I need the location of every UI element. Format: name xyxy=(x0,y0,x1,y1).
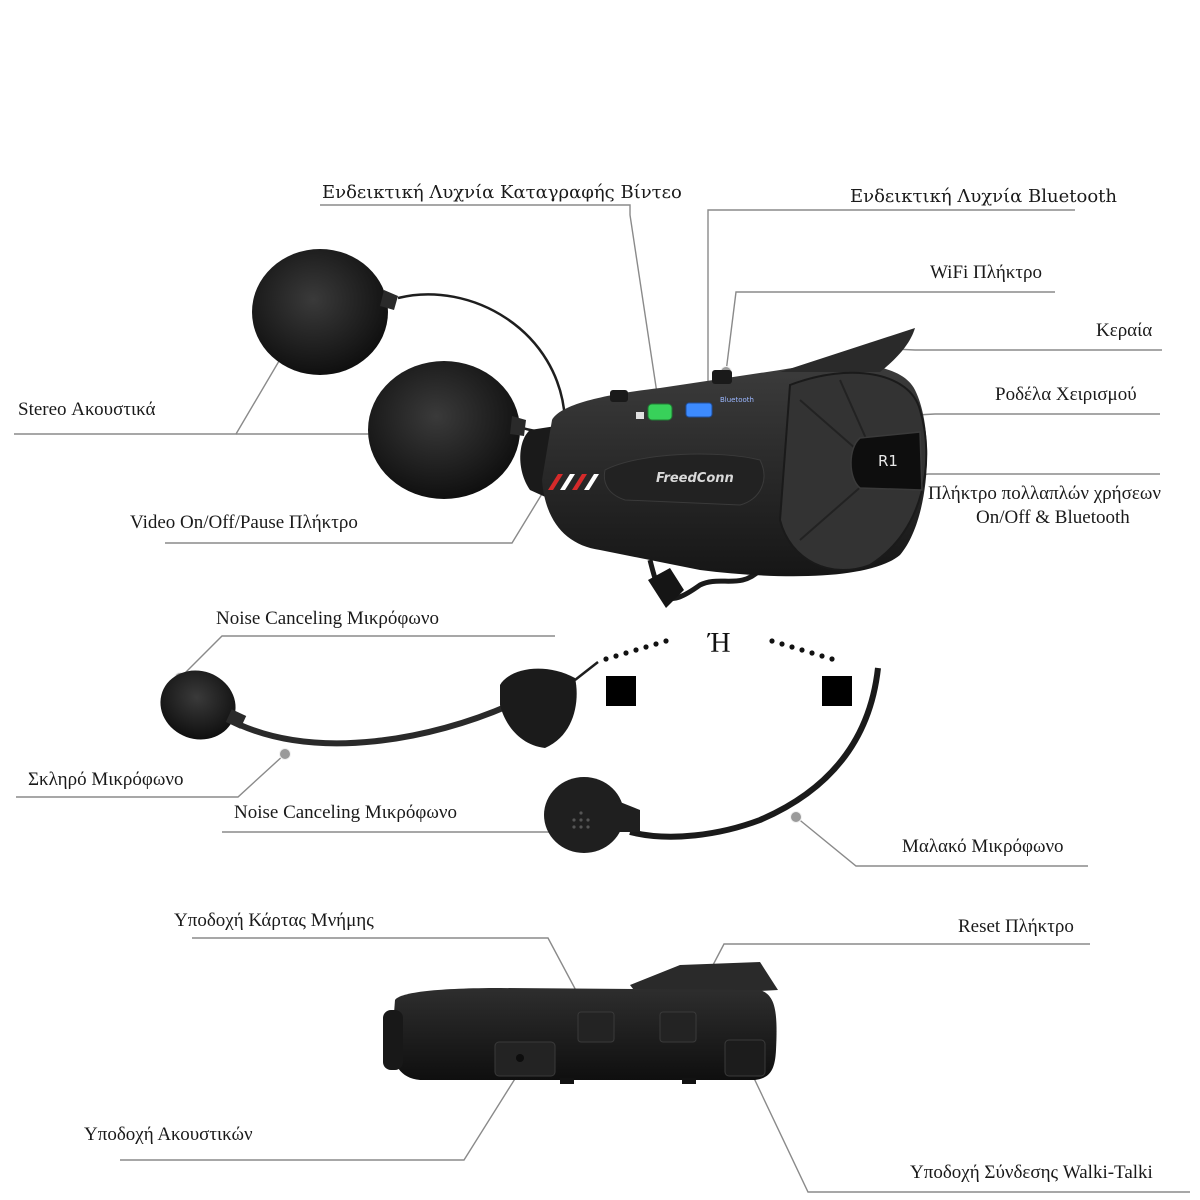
headset-jack-hole xyxy=(516,1054,524,1062)
button-r1-label: R1 xyxy=(878,452,898,470)
sd-card-slot xyxy=(578,1012,614,1042)
label-headset-jack: Υποδοχή Ακουστικών xyxy=(84,1124,253,1145)
option-square-right xyxy=(822,676,852,706)
reset-button xyxy=(660,1012,696,1042)
wired-mic-body xyxy=(615,800,640,832)
label-video-led: Ενδεικτική Λυχνία Καταγραφής Βίντεο xyxy=(322,182,682,203)
side-foot-left xyxy=(560,1078,574,1084)
speaker-lower xyxy=(368,361,520,499)
label-stereo-speakers: Stereo Ακουστικά xyxy=(18,399,155,420)
pin-hard-mic xyxy=(280,749,291,760)
or-separator: Ή xyxy=(603,628,852,706)
brand-logo: FreedConn xyxy=(656,471,734,486)
leader-boom-mic xyxy=(180,636,555,678)
stereo-speakers xyxy=(252,249,565,499)
label-jog-wheel: Ροδέλα Χειρισμού xyxy=(995,384,1137,405)
label-reset-button: Reset Πλήκτρο xyxy=(958,916,1074,937)
side-foot-right xyxy=(682,1078,696,1084)
leader-stereo-speakers xyxy=(14,356,282,434)
video-button xyxy=(610,390,628,402)
antenna xyxy=(780,328,915,372)
boom-foam-head xyxy=(151,660,246,750)
label-walkie-port: Υποδοχή Σύνδεσης Walki-Talki xyxy=(910,1162,1153,1183)
bluetooth-small-text: Bluetooth xyxy=(720,396,754,404)
side-view-unit xyxy=(383,962,778,1084)
label-boom-mic: Noise Canceling Μικρόφωνο xyxy=(216,608,439,629)
boom-mount xyxy=(500,669,577,748)
pin-soft-mic xyxy=(791,812,802,823)
label-sd-slot: Υποδοχή Κάρτας Μνήμης xyxy=(174,910,374,931)
boom-microphone xyxy=(151,660,598,750)
leader-antenna xyxy=(872,348,1162,350)
label-hard-mic: Σκληρό Μικρόφωνο xyxy=(28,769,183,790)
wifi-button xyxy=(712,370,732,384)
leader-headset-jack xyxy=(120,1074,518,1160)
dots-left xyxy=(603,638,668,661)
speaker-lower-clip xyxy=(510,416,526,436)
label-bluetooth-led: Ενδεικτική Λυχνία Bluetooth xyxy=(850,186,1117,207)
headset-jack xyxy=(495,1042,555,1076)
speaker-upper xyxy=(252,249,388,375)
label-multi-button-1: Πλήκτρο πολλαπλών χρήσεων xyxy=(928,483,1161,504)
leader-jog-wheel xyxy=(897,414,1160,416)
leader-bluetooth-led xyxy=(708,210,1075,395)
label-wired-mic: Noise Canceling Μικρόφωνο xyxy=(234,802,457,823)
label-antenna: Κεραία xyxy=(1096,320,1152,341)
leader-multi-button xyxy=(916,474,1160,476)
side-end-cap xyxy=(383,1010,403,1070)
wired-mic-head xyxy=(544,777,624,853)
label-video-button: Video On/Off/Pause Πλήκτρο xyxy=(130,512,358,533)
label-soft-mic: Μαλακό Μικρόφωνο xyxy=(902,836,1064,857)
headset-unit: R1 Bluetooth FreedConn xyxy=(520,328,927,608)
camera-small-icon xyxy=(636,412,644,419)
video-led xyxy=(648,404,672,420)
dots-right xyxy=(769,638,834,661)
or-label: Ή xyxy=(707,628,731,659)
boom-arm xyxy=(240,705,510,743)
label-multi-button-2: On/Off & Bluetooth xyxy=(976,507,1130,528)
boom-cable xyxy=(575,662,598,680)
bluetooth-led xyxy=(686,403,712,417)
option-square-left xyxy=(606,676,636,706)
walkie-talkie-port xyxy=(725,1040,765,1076)
label-wifi-button: WiFi Πλήκτρο xyxy=(930,262,1042,283)
